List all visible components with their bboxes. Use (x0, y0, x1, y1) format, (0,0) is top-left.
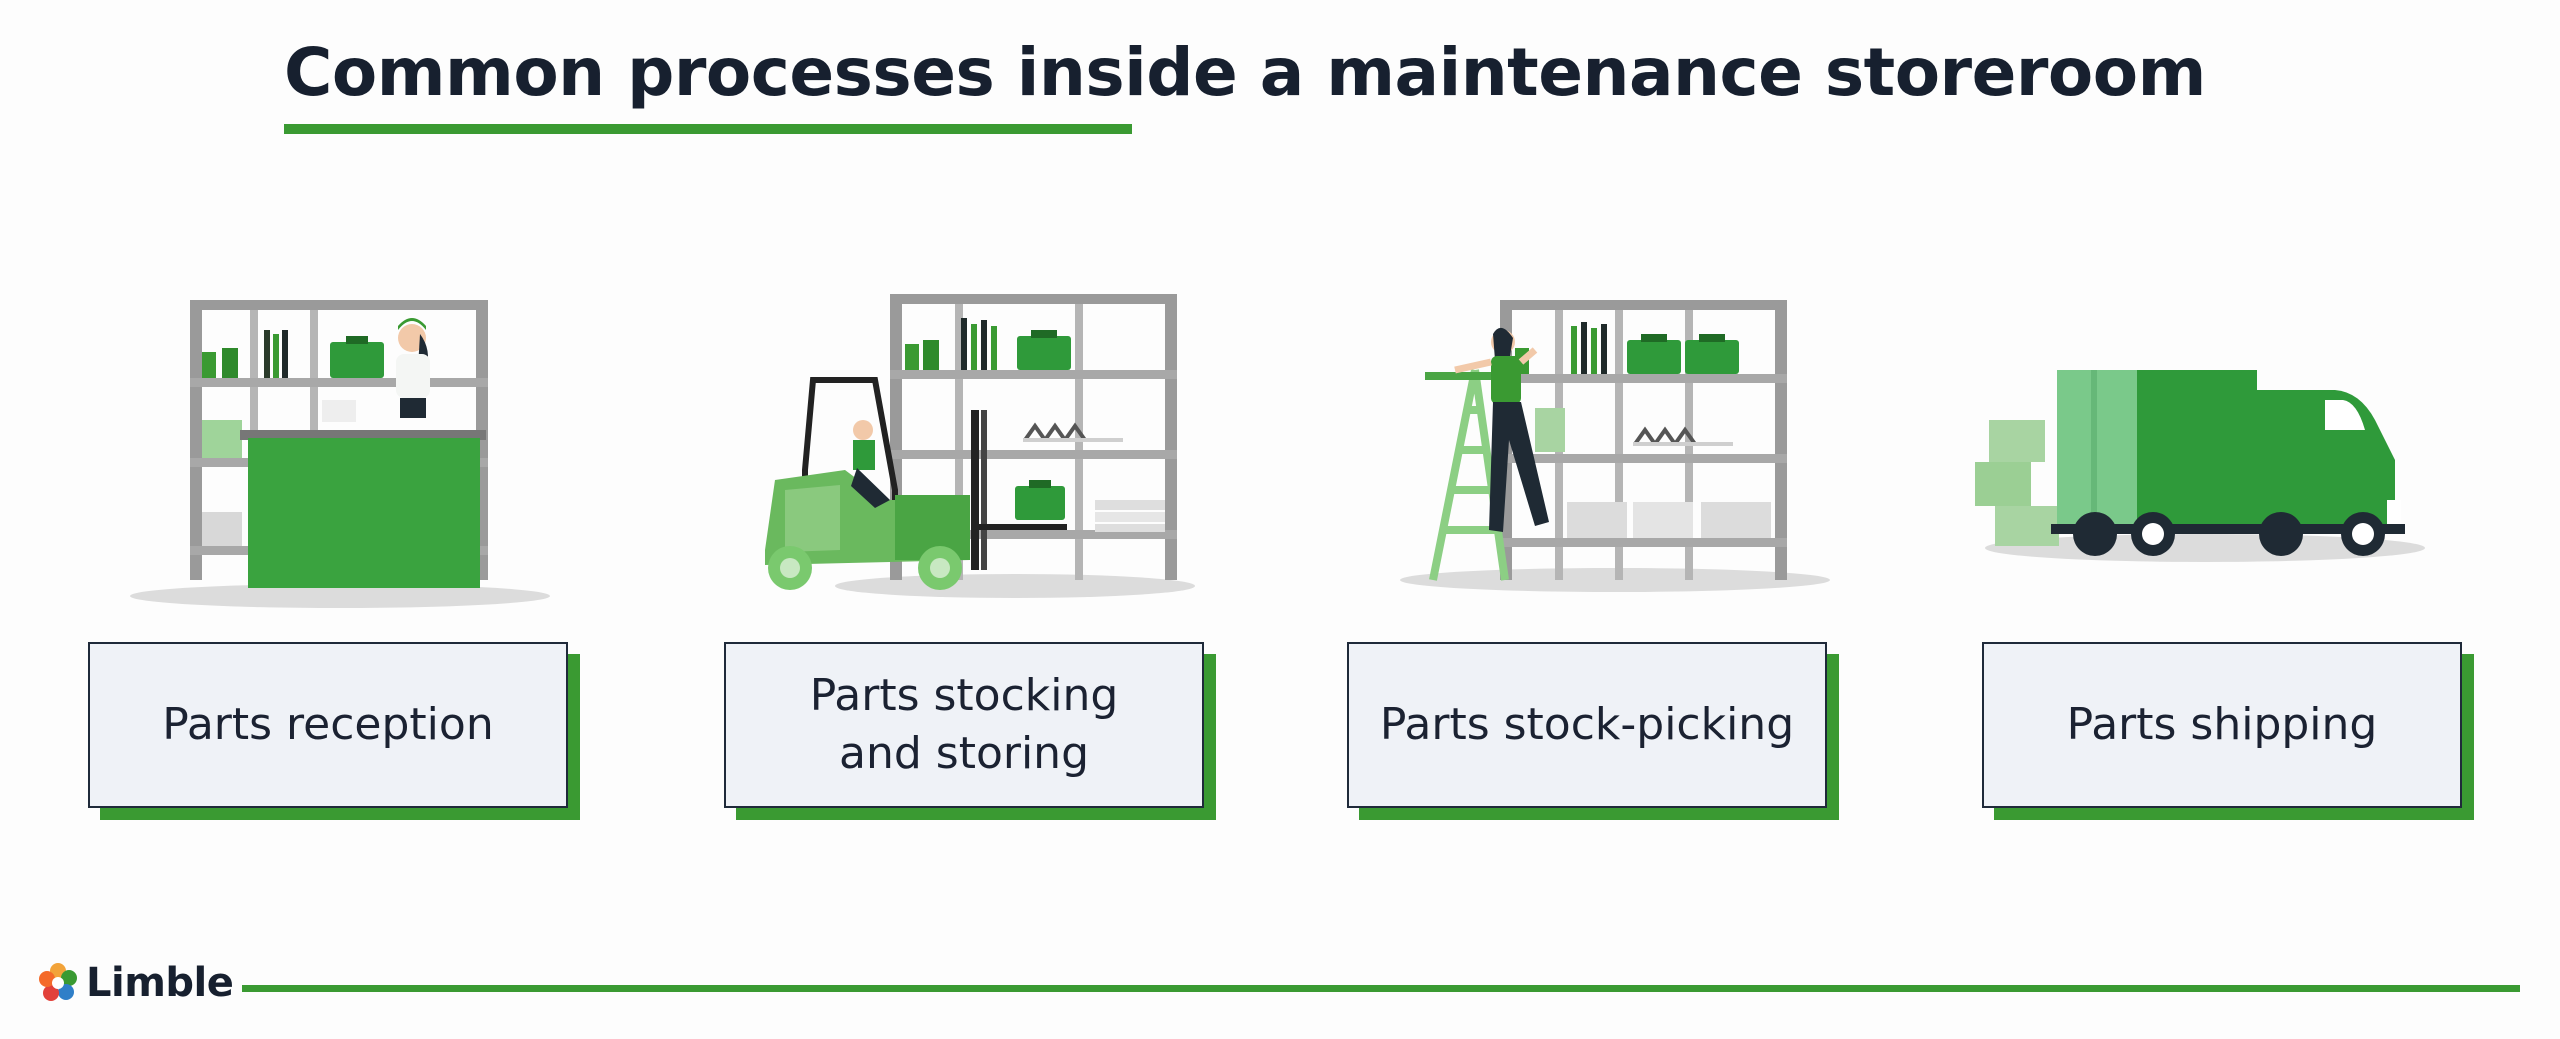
brand-logo: Limble (36, 960, 234, 1006)
page-title: Common processes inside a maintenance st… (284, 34, 2206, 111)
process-card-stock-picking: Parts stock-picking (1347, 642, 1839, 820)
brand-name: Limble (86, 960, 234, 1006)
reception-desk-illustration (130, 300, 550, 608)
process-card-stocking: Parts stocking and storing (724, 642, 1216, 820)
process-card-shipping: Parts shipping (1982, 642, 2474, 820)
forklift-shelves-illustration (765, 294, 1195, 598)
card-box: Parts stock-picking (1347, 642, 1827, 808)
limble-flower-icon (39, 963, 77, 1001)
delivery-truck-illustration (1975, 370, 2425, 562)
process-label: Parts stocking and storing (809, 670, 1119, 779)
card-box: Parts shipping (1982, 642, 2462, 808)
process-label: Parts stock-picking (1379, 699, 1795, 750)
process-label: Parts reception (162, 699, 494, 750)
ladder-shelves-illustration (1400, 300, 1830, 592)
process-card-reception: Parts reception (88, 642, 580, 820)
title-underline (284, 124, 1132, 134)
process-label: Parts shipping (2066, 699, 2378, 750)
card-box: Parts stocking and storing (724, 642, 1204, 808)
footer-divider (242, 985, 2520, 992)
card-box: Parts reception (88, 642, 568, 808)
